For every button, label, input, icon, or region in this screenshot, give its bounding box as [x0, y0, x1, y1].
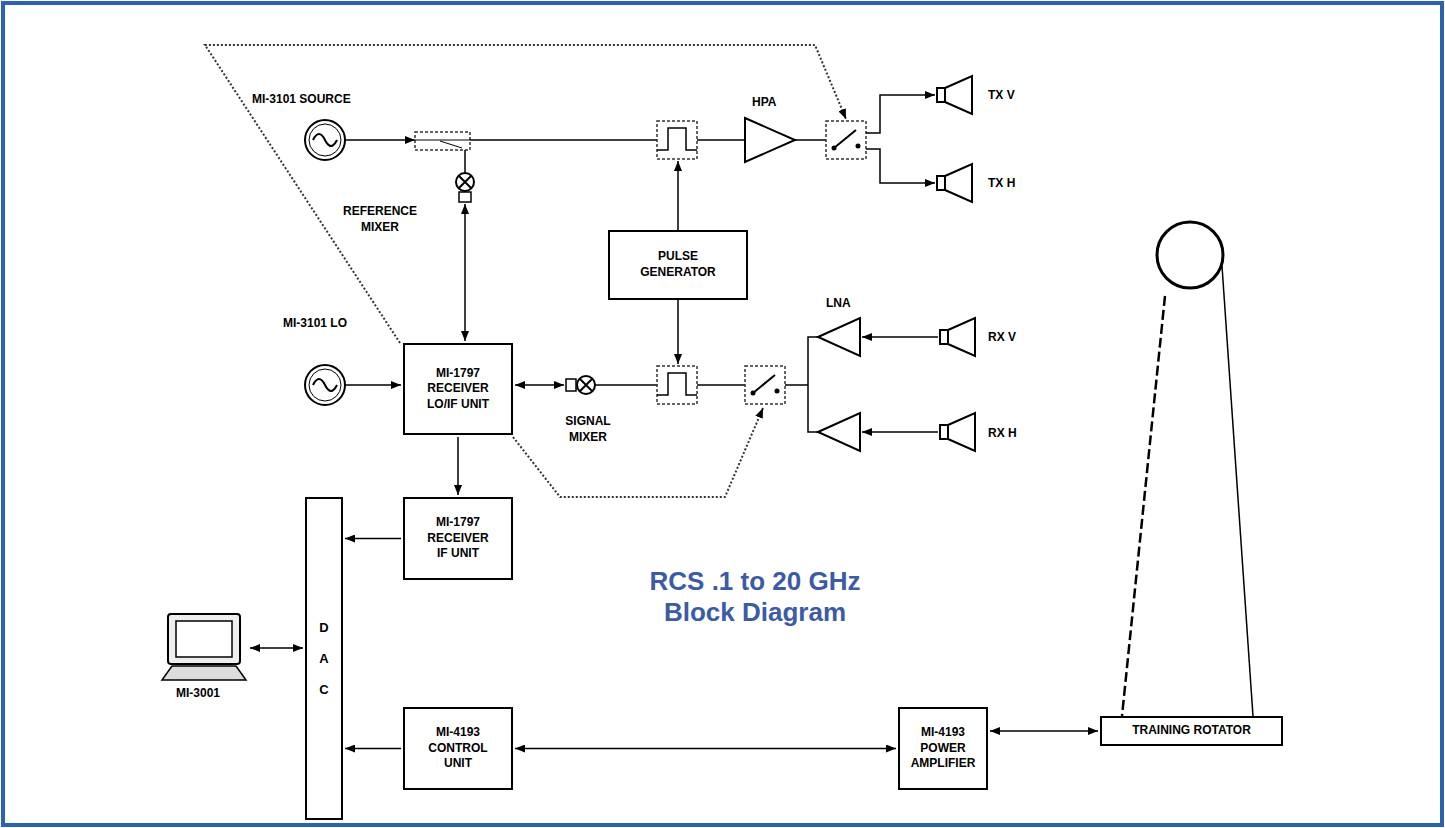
unit-name: DAC: [318, 612, 331, 706]
rf-line: [862, 431, 938, 433]
rf-line: [866, 149, 935, 183]
horn-antenna: [937, 88, 945, 102]
rf-line: [470, 139, 657, 141]
part-label: MI-3101 LO: [283, 316, 347, 332]
rf-line: [697, 384, 745, 386]
signal-connector: [990, 730, 1098, 732]
converter-bar: DAC: [305, 497, 343, 820]
switch-symbol: [834, 130, 856, 148]
if-line: [464, 204, 466, 341]
unit-name: MI-4193 CONTROL UNIT: [419, 725, 497, 772]
mixer-symbol: [580, 379, 592, 391]
switch-symbol: [753, 375, 775, 393]
part-label: RX V: [988, 330, 1016, 346]
signal-connector: [345, 748, 401, 750]
computer-icon: [168, 614, 240, 664]
frame: [3, 3, 1442, 825]
if-line: [515, 384, 564, 386]
pylon-edge: [1122, 296, 1165, 716]
pylon-edge: [1222, 266, 1253, 716]
unit-box: MI-4193 POWER AMPLIFIER: [898, 707, 988, 790]
sine-symbol: [313, 134, 337, 146]
switch-symbol: [856, 144, 861, 149]
pulse-line: [677, 161, 679, 230]
mixer-symbol: [459, 192, 471, 202]
signal-connector: [345, 538, 401, 540]
switch-symbol: [832, 146, 837, 151]
horn-antenna: [940, 425, 948, 439]
mixer-symbol: [566, 379, 576, 391]
unit-name: PULSE GENERATOR: [640, 249, 716, 280]
horn-antenna: [937, 176, 945, 190]
pulse-modulator-symbol: [657, 121, 697, 159]
part-label: MI-3101 SOURCE: [252, 92, 351, 108]
unit-box: TRAINING ROTATOR: [1100, 716, 1283, 746]
part-label: LNA: [826, 296, 851, 312]
oscillator-symbol: [305, 365, 345, 405]
unit-box: MI-1797 RECEIVER IF UNIT: [403, 497, 513, 580]
horn-antenna: [948, 318, 975, 356]
rf-line: [862, 336, 938, 338]
rf-line: [866, 95, 935, 133]
horn-antenna: [948, 413, 975, 451]
horn-antenna: [945, 76, 972, 114]
mixer-symbol: [456, 173, 474, 191]
data-line: [250, 647, 303, 649]
amplifier-symbol: [818, 413, 860, 451]
part-label: REFERENCE MIXER: [335, 204, 425, 235]
rf-line: [785, 337, 818, 432]
mixer-symbol: [577, 376, 595, 394]
part-label: MI-3001: [176, 686, 220, 702]
switch-symbol: [826, 121, 866, 159]
rf-line: [464, 150, 466, 173]
oscillator-symbol: [309, 369, 341, 401]
rf-line: [345, 139, 415, 141]
unit-name: TRAINING ROTATOR: [1132, 723, 1251, 739]
part-label: RX H: [988, 426, 1017, 442]
switch-symbol: [745, 366, 785, 404]
sine-symbol: [313, 379, 337, 391]
signal-connector: [515, 748, 896, 750]
source-symbol: [309, 124, 341, 156]
lo-line: [345, 384, 401, 386]
rf-line: [697, 139, 745, 141]
control-line: [513, 408, 763, 497]
mixer-symbol: [459, 176, 471, 188]
pulse-symbol: [657, 128, 697, 150]
control-line: [205, 45, 846, 343]
unit-box: MI-1797 RECEIVER LO/IF UNIT: [403, 343, 513, 435]
unit-box: PULSE GENERATOR: [608, 230, 748, 300]
switch-symbol: [751, 391, 756, 396]
rf-line: [795, 139, 826, 141]
pulse-symbol: [657, 373, 697, 395]
part-label: TX V: [988, 88, 1015, 104]
unit-name: MI-1797 RECEIVER IF UNIT: [423, 515, 493, 562]
pulse-modulator-symbol: [657, 366, 697, 404]
rf-line: [595, 384, 657, 386]
amplifier-symbol: [818, 318, 860, 356]
unit-name: MI-1797 RECEIVER LO/IF UNIT: [423, 366, 493, 413]
unit-name: MI-4193 POWER AMPLIFIER: [906, 725, 980, 772]
diagram-title: RCS .1 to 20 GHz Block Diagram: [625, 566, 885, 628]
computer-screen: [176, 621, 232, 657]
target-sphere: [1157, 222, 1223, 288]
unit-box: MI-4193 CONTROL UNIT: [403, 707, 513, 790]
computer-keyboard: [162, 666, 246, 680]
coupler-symbol: [415, 140, 470, 148]
part-label: TX H: [988, 176, 1015, 192]
horn-antenna: [940, 330, 948, 344]
signal-connector: [457, 437, 459, 495]
coupler-symbol: [415, 132, 470, 150]
part-label: HPA: [752, 95, 776, 111]
amplifier-symbol: [745, 118, 795, 162]
horn-antenna: [945, 164, 972, 202]
switch-symbol: [775, 389, 780, 394]
part-label: SIGNAL MIXER: [553, 414, 623, 445]
pulse-line: [677, 300, 679, 364]
source-symbol: [305, 120, 345, 160]
